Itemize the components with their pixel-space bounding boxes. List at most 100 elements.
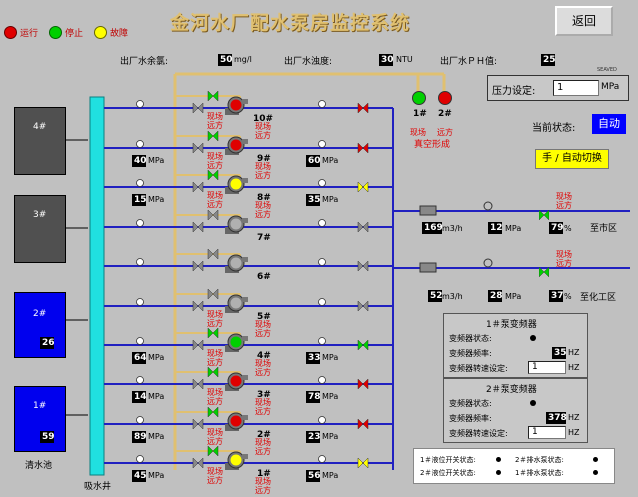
vacuum-caption: 真空形成 bbox=[414, 140, 451, 150]
outlet-1-destination: 至市区 bbox=[590, 224, 618, 234]
pump-outlet-pressure: 33 bbox=[306, 352, 321, 364]
vfd-1-set-input[interactable]: 1 bbox=[528, 361, 566, 374]
pump-remote-label-2: 远方 bbox=[255, 131, 271, 140]
tank-4: 4# bbox=[14, 107, 66, 175]
tank-2-level: 26 bbox=[40, 337, 55, 349]
legend: 运行 停止 故障 bbox=[4, 26, 128, 39]
pump-inlet-pressure: 89 bbox=[132, 431, 147, 443]
outlet-2-percent-unit: % bbox=[564, 292, 572, 301]
vfd-2-freq-unit: HZ bbox=[568, 413, 580, 422]
pump-remote-label: 远方 bbox=[207, 476, 223, 485]
running-legend-icon bbox=[4, 26, 17, 39]
pump-outlet-pressure: 23 bbox=[306, 431, 321, 443]
pump-5-icon[interactable] bbox=[225, 294, 249, 314]
vacuum-pump-2-icon[interactable] bbox=[438, 91, 452, 105]
pump-label: 4# bbox=[257, 351, 271, 361]
pump-9-icon[interactable] bbox=[225, 136, 249, 156]
pump-inlet-pressure: 40 bbox=[132, 155, 147, 167]
vacuum-pump-2-label: 2# bbox=[438, 109, 452, 119]
stopped-legend-icon bbox=[49, 26, 63, 39]
drain-pump-1-indicator bbox=[593, 470, 598, 475]
mpa-unit: MPa bbox=[322, 392, 339, 401]
pump-remote-label-2: 远方 bbox=[255, 368, 271, 377]
vacuum-remote-label: 远方 bbox=[437, 128, 453, 137]
outlet-1-remote: 远方 bbox=[556, 201, 572, 210]
vacuum-pump-1-icon[interactable] bbox=[412, 91, 426, 105]
switch-state-panel bbox=[413, 448, 615, 484]
pump-local-label-2: 现场 bbox=[255, 162, 271, 171]
outlet-1-local: 现场 bbox=[556, 192, 572, 201]
outlet-1-valve-icon[interactable] bbox=[538, 205, 550, 221]
pump-4-icon[interactable] bbox=[225, 333, 249, 353]
pressure-input[interactable]: 1 bbox=[553, 80, 599, 96]
pump-10-icon[interactable] bbox=[225, 96, 249, 116]
back-button[interactable]: 返回 bbox=[555, 6, 613, 36]
pump-remote-label: 远方 bbox=[207, 437, 223, 446]
turbidity-value: 30 bbox=[379, 54, 394, 66]
pump-local-label-2: 现场 bbox=[255, 320, 271, 329]
pump-label: 8# bbox=[257, 193, 271, 203]
pump-inlet-pressure: 64 bbox=[132, 352, 147, 364]
mode-status: 自动 bbox=[592, 114, 626, 134]
level-switch-1-label: 1＃液位开关状态: bbox=[420, 456, 476, 464]
mpa-unit: MPa bbox=[322, 156, 339, 165]
mpa-unit: MPa bbox=[148, 156, 165, 165]
outlet-2-destination: 至化工区 bbox=[580, 293, 617, 303]
pump-1-icon[interactable] bbox=[225, 451, 249, 471]
pump-local-label-2: 现场 bbox=[255, 201, 271, 210]
vfd-2-status-label: 变频器状态: bbox=[449, 399, 492, 408]
pump-local-label-2: 现场 bbox=[255, 398, 271, 407]
pump-2-icon[interactable] bbox=[225, 412, 249, 432]
pump-inlet-pressure: 14 bbox=[132, 391, 147, 403]
pump-outlet-pressure: 78 bbox=[306, 391, 321, 403]
pump-label: 9# bbox=[257, 154, 271, 164]
tank-1-label: 1# bbox=[33, 401, 47, 411]
manual-auto-switch-button[interactable]: 手 / 自动切换 bbox=[535, 149, 609, 169]
pump-label: 7# bbox=[257, 233, 271, 243]
drain-pump-1-label: 1＃排水泵状态: bbox=[515, 469, 564, 477]
tank-3-label: 3# bbox=[33, 210, 47, 220]
level-switch-2-label: 2＃液位开关状态: bbox=[420, 469, 476, 477]
pump-8-icon[interactable] bbox=[225, 175, 249, 195]
outlet-1-pressure: 12 bbox=[488, 222, 503, 234]
outlet-2-remote: 远方 bbox=[556, 259, 572, 268]
vfd-1-freq-value: 35 bbox=[552, 347, 567, 359]
vfd-1-freq-label: 变频器频率: bbox=[449, 349, 492, 358]
pump-inlet-pressure: 15 bbox=[132, 194, 147, 206]
fault-legend-icon bbox=[94, 26, 108, 39]
turbidity-unit: NTU bbox=[396, 55, 413, 64]
vfd-2-freq-value: 378 bbox=[546, 412, 567, 424]
outlet-2-flow-unit: m3/h bbox=[442, 292, 463, 301]
pump-local-label-2: 现场 bbox=[255, 438, 271, 447]
pump-local-label: 现场 bbox=[207, 349, 223, 358]
legend-fault-label: 故障 bbox=[110, 29, 129, 39]
pump-3-icon[interactable] bbox=[225, 372, 249, 392]
pump-remote-label-2: 远方 bbox=[255, 210, 271, 219]
pump-remote-label-2: 远方 bbox=[255, 329, 271, 338]
drain-pump-2-indicator bbox=[593, 457, 598, 462]
vfd-2-set-input[interactable]: 1 bbox=[528, 426, 566, 439]
ph-value: 25 bbox=[541, 54, 556, 66]
pump-remote-label: 远方 bbox=[207, 397, 223, 406]
outlet-2-pressure-unit: MPa bbox=[505, 292, 522, 301]
mpa-unit: MPa bbox=[322, 432, 339, 441]
pressure-label: 压力设定: bbox=[492, 86, 536, 97]
pump-outlet-pressure: 35 bbox=[306, 194, 321, 206]
pump-remote-label-2: 远方 bbox=[255, 407, 271, 416]
outlet-2-pressure: 28 bbox=[488, 290, 503, 302]
vfd-1-freq-unit: HZ bbox=[568, 348, 580, 357]
pressure-unit: MPa bbox=[601, 82, 620, 92]
chlorine-label: 出厂水余氯: bbox=[120, 57, 169, 67]
outlet-2-percent: 37 bbox=[549, 290, 564, 302]
outlet-2-valve-icon[interactable] bbox=[538, 262, 550, 278]
pump-remote-label-2: 远方 bbox=[255, 171, 271, 180]
pump-label: 5# bbox=[257, 312, 271, 322]
outlet-1-percent: 79 bbox=[549, 222, 564, 234]
pump-7-icon[interactable] bbox=[225, 215, 249, 235]
mpa-unit: MPa bbox=[322, 353, 339, 362]
chlorine-unit: mg/l bbox=[234, 55, 252, 64]
pump-remote-label-2: 远方 bbox=[255, 486, 271, 495]
pump-6-icon[interactable] bbox=[225, 254, 249, 274]
pump-remote-label: 远方 bbox=[207, 200, 223, 209]
